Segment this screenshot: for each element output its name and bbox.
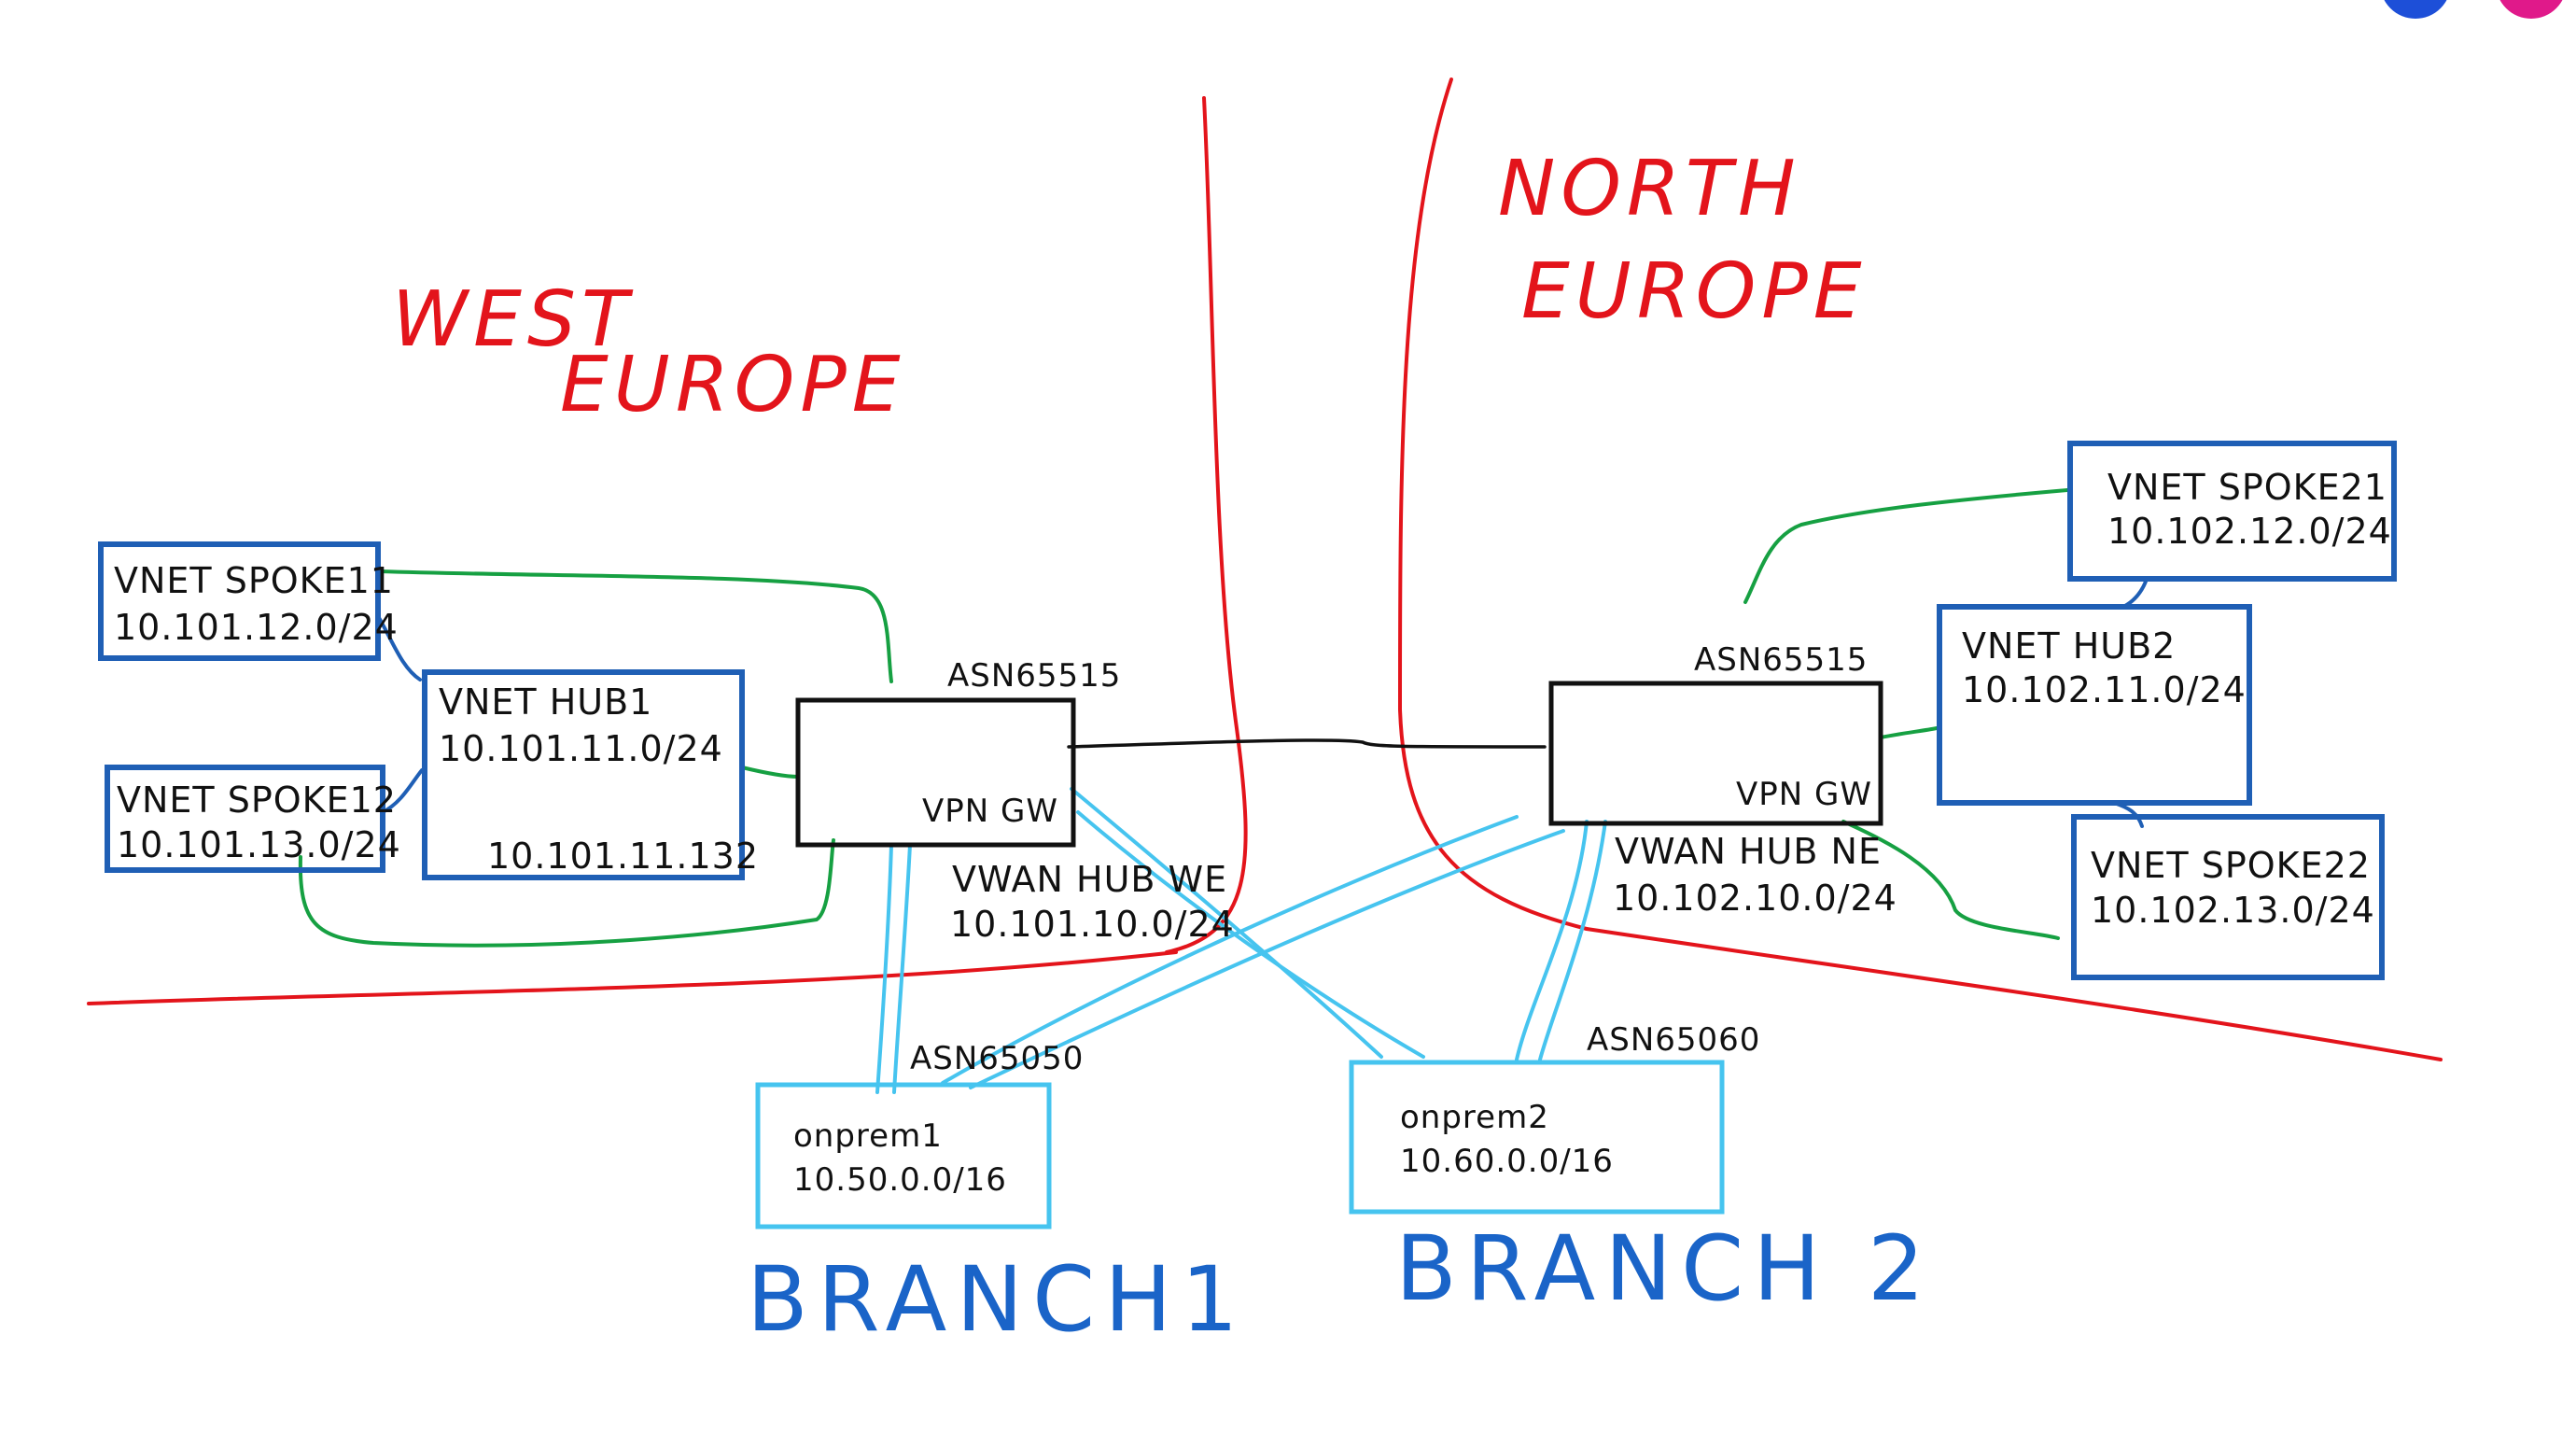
- branch1[interactable]: ASN65050 onprem1 10.50.0.0/16 BRANCH1: [747, 1040, 1247, 1352]
- hubwe-box: [795, 697, 1076, 848]
- vnet-spoke12[interactable]: VNET SPOKE12 10.101.13.0/24: [105, 765, 401, 873]
- vnet-spoke11-box: [98, 541, 381, 661]
- vnet-spoke21-cidr: 10.102.12.0/24: [2107, 511, 2392, 552]
- vnet-hub2-name: VNET HUB2: [1962, 625, 2176, 667]
- branch2-box: [1349, 1060, 1725, 1215]
- vnet-spoke21-box: [2067, 441, 2397, 582]
- branch2-cidr: 10.60.0.0/16: [1400, 1143, 1614, 1180]
- boundary-bottom-right: [1585, 927, 2443, 1061]
- branch1-box: [755, 1082, 1052, 1229]
- vnet-hub1-name: VNET HUB1: [439, 681, 652, 723]
- peering-links: [298, 488, 2069, 948]
- corner-avatars: [2384, 0, 2563, 19]
- tunnel-hubwe-b1-b: [892, 843, 912, 1094]
- vnet-spoke22-cidr: 10.102.13.0/24: [2091, 890, 2375, 931]
- vnet-spoke12-cidr: 10.101.13.0/24: [117, 824, 401, 865]
- peering-spoke21-hubne: [1743, 488, 2069, 604]
- hubwe-gw: VPN GW: [922, 793, 1058, 830]
- branch2[interactable]: ASN65060 onprem2 10.60.0.0/16 BRANCH 2: [1349, 1021, 1934, 1321]
- vwan-hub-ne[interactable]: ASN65515 VPN GW VWAN HUB NE 10.102.10.0/…: [1548, 641, 1897, 919]
- vpn-tunnels: [875, 787, 1607, 1094]
- region-west-line2: EUROPE: [560, 341, 906, 429]
- region-west-label: WEST EUROPE: [392, 275, 906, 429]
- branch2-asn: ASN65060: [1587, 1021, 1760, 1059]
- branch1-name: onprem1: [793, 1117, 943, 1155]
- branch1-label: BRANCH1: [747, 1247, 1247, 1352]
- vnet-hub2[interactable]: VNET HUB2 10.102.11.0/24: [1937, 604, 2252, 806]
- vnet-spoke11-name: VNET SPOKE11: [114, 560, 394, 601]
- peering-spoke11-hubwe: [376, 569, 893, 683]
- hubwe-name: VWAN HUB WE: [952, 859, 1227, 900]
- vnet-spoke12-box: [105, 765, 385, 873]
- region-north-line2: EUROPE: [1521, 247, 1868, 336]
- vnet-spoke22-box: [2071, 814, 2385, 980]
- hubne-cidr: 10.102.10.0/24: [1613, 878, 1897, 919]
- region-boundaries: [87, 77, 2443, 1061]
- tunnel-hubne-b2-b: [1538, 820, 1607, 1061]
- hubne-gw: VPN GW: [1736, 776, 1872, 813]
- boundary-right: [1397, 77, 1589, 931]
- vwan-hub-we[interactable]: ASN65515 VPN GW VWAN HUB WE 10.101.10.0/…: [795, 657, 1235, 945]
- link-spoke21-hub2: [2121, 577, 2149, 609]
- vnet-hub1-cidr: 10.101.11.0/24: [439, 728, 723, 769]
- hubne-name: VWAN HUB NE: [1615, 831, 1882, 872]
- tunnel-hubne-b1-b: [969, 829, 1565, 1089]
- vnet-hub1[interactable]: VNET HUB1 10.101.11.0/24 10.101.11.132: [422, 669, 759, 880]
- hubne-box: [1548, 681, 1883, 826]
- vnet-spoke22[interactable]: VNET SPOKE22 10.102.13.0/24: [2071, 814, 2385, 980]
- tunnel-hubwe-b2-b: [1076, 810, 1425, 1059]
- region-north-label: NORTH EUROPE: [1498, 145, 1868, 336]
- branch2-label: BRANCH 2: [1395, 1216, 1934, 1321]
- boundary-left: [1165, 96, 1248, 954]
- vnet-spoke21-name: VNET SPOKE21: [2107, 467, 2387, 508]
- vnet-hub2-cidr: 10.102.11.0/24: [1962, 669, 2247, 710]
- branch1-asn: ASN65050: [910, 1040, 1084, 1077]
- hubwe-asn: ASN65515: [947, 657, 1121, 695]
- tunnel-hubne-b2-a: [1515, 820, 1589, 1061]
- blue-circle-icon: [2384, 0, 2447, 19]
- vnet-spoke21[interactable]: VNET SPOKE21 10.102.12.0/24: [2067, 441, 2397, 582]
- region-west-line1: WEST: [392, 275, 634, 364]
- vnet-spoke11-cidr: 10.101.12.0/24: [114, 607, 399, 648]
- vnet-hub1-ip: 10.101.11.132: [487, 836, 759, 877]
- peering-hub2-hubne: [1879, 726, 1939, 739]
- link-spoke12-hub1: [381, 768, 424, 814]
- branch1-cidr: 10.50.0.0/16: [793, 1161, 1007, 1199]
- vnet-spoke11[interactable]: VNET SPOKE11 10.101.12.0/24: [98, 541, 399, 661]
- vnet-hub1-box: [422, 669, 745, 880]
- link-hubwe-hubne: [1067, 738, 1547, 749]
- pink-circle-icon: [2499, 0, 2563, 19]
- vnet-spoke12-name: VNET SPOKE12: [117, 780, 397, 821]
- branch2-name: onprem2: [1400, 1099, 1549, 1136]
- peering-spoke12-hubwe: [298, 838, 835, 948]
- tunnel-hubne-b1-a: [941, 815, 1519, 1085]
- tunnel-hubwe-b1-a: [875, 843, 893, 1094]
- boundary-bottom-left: [87, 950, 1178, 1005]
- hubne-asn: ASN65515: [1694, 641, 1868, 679]
- vnet-spoke22-name: VNET SPOKE22: [2091, 845, 2371, 886]
- tunnel-hubwe-b2-a: [1070, 787, 1383, 1059]
- hubwe-cidr: 10.101.10.0/24: [950, 904, 1235, 945]
- region-north-line1: NORTH: [1498, 145, 1801, 233]
- peering-hub1-hubwe: [740, 766, 800, 779]
- link-spoke11-hub1: [376, 614, 422, 681]
- peering-spoke22-hubne: [1841, 820, 2060, 940]
- vnet-hub2-box: [1937, 604, 2252, 806]
